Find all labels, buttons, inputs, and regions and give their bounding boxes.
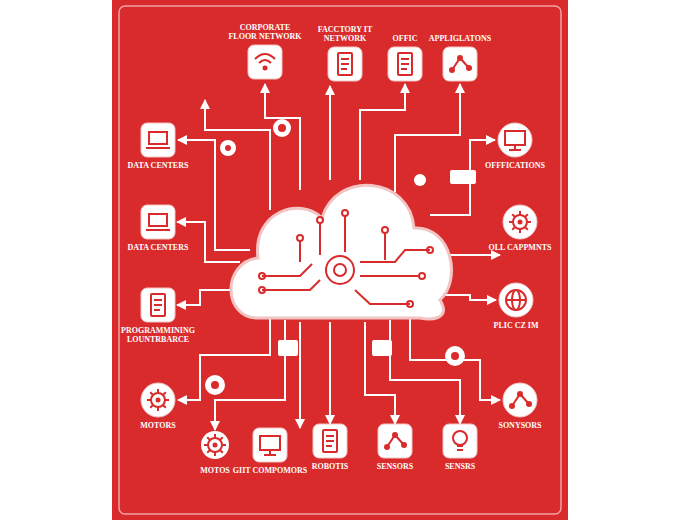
icon-node: FACCTORY IT NETWORK	[306, 22, 384, 82]
flow-line	[430, 140, 495, 215]
flow-line	[329, 86, 331, 180]
node-icon	[502, 382, 538, 418]
node-label: PLIC CZ IM	[494, 321, 539, 330]
central-cloud	[231, 185, 452, 319]
node-label: SONYSORS	[498, 421, 541, 430]
node-label: APPLIGLATONS	[429, 34, 491, 43]
icon-node: ROBOTIS	[312, 423, 348, 471]
node-icon	[387, 46, 423, 82]
icon-node: DATA CENTERS	[128, 122, 189, 170]
node-icon	[140, 382, 176, 418]
icon-node: APPLIGLATONS	[429, 31, 491, 82]
icon-node: CORPORATE FLOOR NETWORK	[226, 20, 304, 80]
flow-line	[360, 84, 405, 180]
node-label: ROBOTIS	[312, 462, 348, 471]
node-icon	[498, 282, 534, 318]
flow-line	[410, 318, 500, 400]
node-icon	[312, 423, 348, 459]
node-label: PROGRAMMINING LOUNTRBARCE	[119, 326, 197, 344]
icon-node: OFFIC	[387, 31, 423, 82]
node-icon	[140, 204, 176, 240]
node-icon	[140, 287, 176, 323]
node-label: SENSRS	[445, 462, 475, 471]
icon-node: DATA CENTERS	[128, 204, 189, 252]
flow-line	[329, 322, 331, 424]
flow-line	[299, 322, 301, 428]
flow-line	[390, 320, 460, 424]
icon-node: SONYSORS	[498, 382, 541, 430]
node-icon	[442, 423, 478, 459]
node-label: FACCTORY IT NETWORK	[306, 25, 384, 43]
icon-node: PLIC CZ IM	[494, 282, 539, 330]
icon-node: SENSORS	[377, 423, 413, 471]
node-icon	[497, 122, 533, 158]
icon-node: GIIT COMPOMORS	[233, 427, 307, 475]
icon-node: OFFFICATIONS	[485, 122, 545, 170]
node-label: DATA CENTERS	[128, 161, 189, 170]
node-label: DATA CENTERS	[128, 243, 189, 252]
small-gear-decor	[205, 119, 476, 395]
node-icon	[197, 427, 233, 463]
node-label: OFFIC	[393, 34, 418, 43]
icon-node: MOTORS	[140, 382, 176, 430]
flow-lines	[177, 84, 500, 430]
icon-node: MOTOS	[197, 427, 233, 475]
node-label: SENSORS	[377, 462, 413, 471]
icon-node: OLL CAPPMNTS	[489, 204, 552, 252]
node-icon	[327, 46, 363, 82]
icon-node: SENSRS	[442, 423, 478, 471]
node-icon	[252, 427, 288, 463]
flow-line	[215, 320, 285, 430]
node-label: OLL CAPPMNTS	[489, 243, 552, 252]
node-label: OFFFICATIONS	[485, 161, 545, 170]
node-icon	[502, 204, 538, 240]
icon-node: PROGRAMMINING LOUNTRBARCE	[119, 287, 197, 344]
node-icon	[442, 46, 478, 82]
node-icon	[140, 122, 176, 158]
flow-line	[177, 222, 240, 262]
flow-line	[178, 140, 250, 250]
node-icon	[247, 44, 283, 80]
node-icon	[377, 423, 413, 459]
node-label: MOTORS	[140, 421, 175, 430]
node-label: CORPORATE FLOOR NETWORK	[226, 23, 304, 41]
red-panel	[112, 0, 568, 520]
panel-border	[119, 6, 561, 514]
node-label: MOTOS	[200, 466, 230, 475]
node-label: GIIT COMPOMORS	[233, 466, 307, 475]
